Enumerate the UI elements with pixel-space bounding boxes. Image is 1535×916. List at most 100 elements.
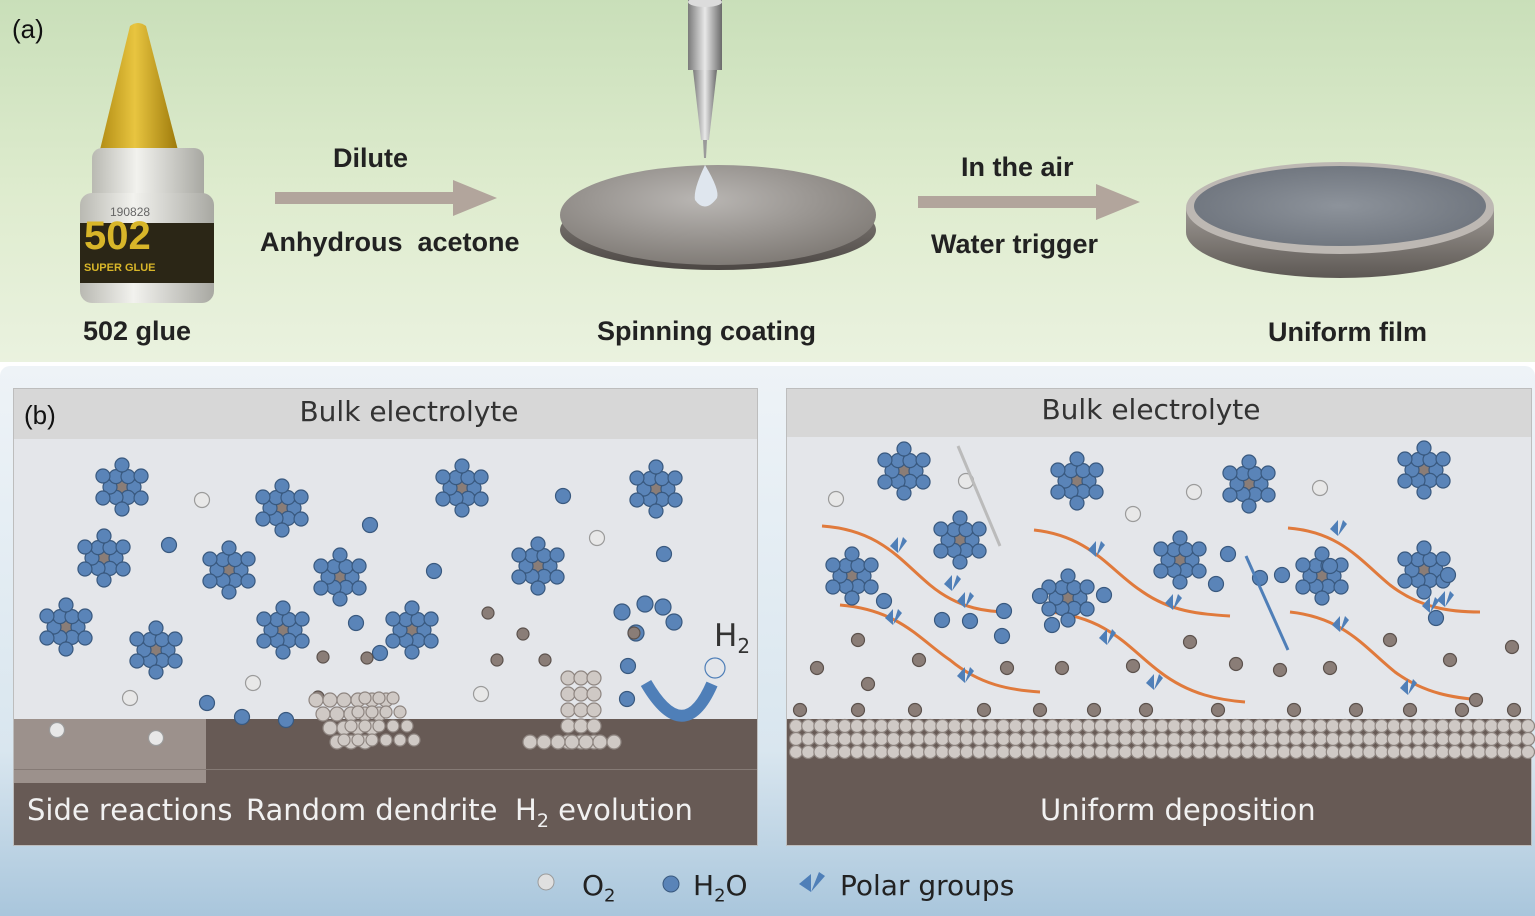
- water-molecule: [1041, 601, 1057, 617]
- legend-polar-label: Polar groups: [840, 869, 1015, 902]
- polymer-chain: [1289, 610, 1483, 702]
- zinc-ion: [316, 650, 330, 664]
- arrow2-top-label: In the air: [961, 152, 1074, 182]
- water-molecule: [1060, 612, 1076, 628]
- zinc-deposit: [1276, 744, 1292, 760]
- zinc-deposit: [1203, 718, 1218, 734]
- zinc-deposit: [315, 706, 331, 722]
- water-molecule: [39, 608, 55, 624]
- zinc-deposit: [801, 718, 816, 734]
- water-molecule: [77, 630, 93, 646]
- zinc-deposit: [886, 731, 901, 747]
- water-molecule: [148, 620, 164, 636]
- water-molecule: [511, 569, 527, 585]
- water-molecule: [96, 572, 112, 588]
- zinc-ion: [360, 651, 374, 665]
- water-molecule: [665, 613, 683, 631]
- zinc-deposit: [1130, 744, 1145, 760]
- water-molecule: [435, 491, 451, 507]
- zinc-deposit: [1337, 731, 1353, 747]
- water-molecule: [1191, 563, 1207, 579]
- water-molecule: [1397, 473, 1413, 489]
- zinc-deposit: [1472, 744, 1487, 760]
- water-molecule: [202, 573, 218, 589]
- polar-group: [965, 667, 974, 683]
- water-molecule: [1069, 451, 1085, 467]
- polar-group: [1338, 520, 1347, 536]
- legend-h2o-label: H2O: [693, 869, 748, 907]
- zinc-deposit: [1020, 731, 1035, 747]
- zinc-deposit: [1459, 731, 1475, 747]
- right-header-bar: [787, 389, 1531, 437]
- zinc-deposit: [1008, 731, 1023, 747]
- water-molecule: [1088, 484, 1104, 500]
- zinc-deposit: [365, 705, 379, 719]
- water-molecule: [825, 579, 841, 595]
- zinc-deposit: [1264, 744, 1279, 760]
- water-molecule: [277, 711, 295, 729]
- zinc-deposit: [910, 731, 926, 747]
- polar-group: [1445, 591, 1454, 607]
- zinc-deposit: [874, 744, 889, 760]
- zinc-deposit: [1313, 744, 1328, 760]
- water-molecule: [1079, 601, 1095, 617]
- label-uniform-deposition: Uniform deposition: [1040, 793, 1316, 827]
- zinc-deposit: [1081, 744, 1096, 760]
- zinc-deposit: [1386, 718, 1401, 734]
- zinc-deposit: [560, 670, 576, 686]
- zinc-deposit: [1350, 718, 1365, 734]
- zinc-deposit: [365, 733, 379, 747]
- label-h2-evolution: H2 evolution: [515, 793, 693, 832]
- zinc-deposit: [573, 686, 589, 702]
- water-molecule: [511, 547, 527, 563]
- zinc-ion: [976, 702, 992, 718]
- zinc-deposit: [1398, 718, 1414, 734]
- zinc-deposit: [1411, 731, 1426, 747]
- water-molecule: [385, 611, 401, 627]
- zinc-deposit: [1106, 731, 1121, 747]
- zinc-ion: [1032, 702, 1048, 718]
- water-molecule: [1260, 487, 1276, 503]
- water-molecule: [313, 558, 329, 574]
- zinc-deposit: [801, 744, 816, 760]
- water-molecule: [114, 501, 130, 517]
- bottle-code-text: 190828: [110, 205, 151, 219]
- zinc-deposit: [1008, 718, 1023, 734]
- zinc-ion: [516, 627, 530, 641]
- water-molecule: [240, 551, 256, 567]
- zinc-deposit: [1374, 731, 1389, 747]
- zinc-deposit: [1508, 744, 1523, 760]
- water-molecule: [294, 611, 310, 627]
- water-molecule: [167, 653, 183, 669]
- zinc-deposit: [1520, 731, 1535, 747]
- water-molecule: [915, 452, 931, 468]
- spin-coater-icon: [560, 0, 876, 270]
- zinc-deposit: [1093, 718, 1109, 734]
- zinc-deposit: [971, 744, 987, 760]
- water-molecule: [1416, 484, 1432, 500]
- zinc-deposit: [592, 734, 608, 750]
- zinc-deposit: [1154, 744, 1170, 760]
- water-molecule: [619, 657, 637, 675]
- zinc-ion: [1454, 702, 1470, 718]
- water-molecule: [114, 457, 130, 473]
- zinc-deposit: [1276, 731, 1292, 747]
- polar-group: [1332, 616, 1340, 632]
- zinc-deposit: [1423, 744, 1438, 760]
- zinc-ion: [1125, 658, 1141, 674]
- zinc-deposit: [550, 734, 566, 750]
- water-molecule: [404, 644, 420, 660]
- polar-group-legend-icon: [799, 872, 825, 892]
- zinc-ion: [1138, 702, 1154, 718]
- water-molecule: [1153, 563, 1169, 579]
- zinc-deposit: [1191, 744, 1206, 760]
- zinc-deposit: [1508, 731, 1523, 747]
- zinc-ion: [1272, 662, 1288, 678]
- zinc-deposit: [1179, 718, 1194, 734]
- water-molecule: [129, 631, 145, 647]
- zinc-deposit: [393, 705, 407, 719]
- water-molecule: [274, 522, 290, 538]
- water-molecule: [454, 458, 470, 474]
- water-molecule: [425, 562, 443, 580]
- zinc-deposit: [1130, 731, 1145, 747]
